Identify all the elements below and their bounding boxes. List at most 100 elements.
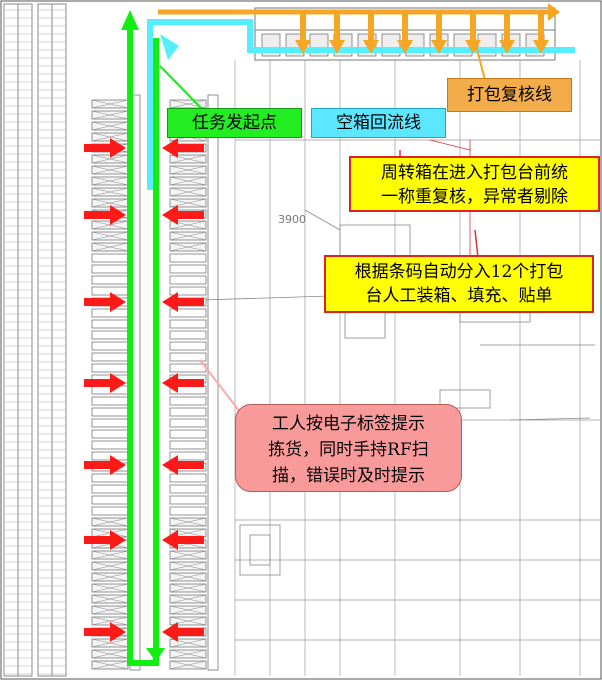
shelf-cross: [169, 594, 207, 604]
shelf-cell: [91, 473, 129, 483]
shelf-cell: [169, 473, 207, 483]
pick-arrow-left-shaft: [176, 298, 204, 306]
shelf-cross: [91, 616, 129, 626]
pick-arrow-right-shaft: [84, 298, 112, 306]
recheck-down-arrow: [465, 40, 481, 54]
task-path-arrow-end: [146, 648, 165, 662]
pick-arrow-right-shaft: [84, 461, 112, 469]
shelf-cell: [169, 264, 207, 274]
recheck-down-shaft: [368, 14, 374, 42]
shelf-cell: [169, 319, 207, 329]
shelf-cross: [91, 605, 129, 615]
shelf-cell: [169, 506, 207, 516]
recheck-arrow-right: [548, 3, 560, 21]
weigh-check-line-1: 周转箱在进入打包台前统: [381, 163, 568, 183]
pick-arrow-right-shaft: [84, 536, 112, 544]
shelf-cross: [91, 242, 129, 252]
pick-arrow-left: [162, 622, 178, 642]
barcode-sort-line-2: 台人工装箱、填充、贴单: [365, 286, 553, 306]
pick-arrow-right: [110, 455, 126, 475]
empty-return-label: 空箱回流线: [311, 108, 446, 138]
shelf-cross: [169, 154, 207, 164]
shelf-cell: [91, 440, 129, 450]
pick-arrow-right: [110, 138, 126, 158]
barcode-sort-callout: 根据条码自动分入12个打包 台人工装箱、填充、贴单: [324, 255, 594, 313]
shelf-cross: [91, 550, 129, 560]
empty-box-return-line: [147, 19, 575, 190]
pick-arrow-left-shaft: [176, 379, 204, 387]
recheck-down-arrow: [329, 40, 345, 54]
recheck-down-shaft: [402, 14, 408, 42]
shelf-cross: [91, 187, 129, 197]
shelf-cell: [169, 451, 207, 461]
pick-arrow-right: [110, 373, 126, 393]
task-path-loop: [127, 28, 159, 666]
shelf-cross: [91, 583, 129, 593]
pick-arrow-right-shaft: [84, 211, 112, 219]
pick-arrow-right-shaft: [84, 379, 112, 387]
pick-line-1: 工人按电子标签提示: [272, 414, 425, 434]
pick-line-2: 拣货，同时手持RF扫: [268, 440, 429, 460]
shelf-cross: [169, 550, 207, 560]
shelf-cell: [91, 253, 129, 263]
shelf-cell: [169, 495, 207, 505]
pick-arrow-right: [110, 292, 126, 312]
recheck-down-shaft: [300, 14, 306, 42]
shelf-cell: [91, 407, 129, 417]
shelf-cell: [169, 352, 207, 362]
shelf-cross: [91, 132, 129, 142]
shelf-cross: [91, 649, 129, 659]
pick-arrow-right-shaft: [84, 144, 112, 152]
recheck-down-arrow: [363, 40, 379, 54]
weigh-check-line-2: 一称重复核，异常者剔除: [381, 187, 568, 207]
pick-arrow-right: [110, 530, 126, 550]
pick-arrow-left-shaft: [176, 461, 204, 469]
shelf-cross: [169, 517, 207, 527]
pick-arrow-right-shaft: [84, 628, 112, 636]
task-path-arrow-up: [121, 10, 139, 30]
shelf-cross: [91, 231, 129, 241]
pick-arrow-left-shaft: [176, 536, 204, 544]
pick-line-3: 描，错误时及时提示: [272, 466, 425, 486]
shelf-cell: [91, 330, 129, 340]
recheck-down-arrow: [295, 40, 311, 54]
pick-direction-arrows: [84, 138, 204, 642]
shelf-cell: [91, 264, 129, 274]
weigh-check-callout: 周转箱在进入打包台前统 一称重复核，异常者剔除: [349, 156, 600, 212]
shelf-cross: [169, 231, 207, 241]
shelf-cross: [91, 165, 129, 175]
shelf-cross: [169, 649, 207, 659]
pick-arrow-left: [162, 138, 178, 158]
pick-arrow-left-shaft: [176, 144, 204, 152]
shelf-cross: [169, 638, 207, 648]
recheck-leader: [471, 29, 486, 81]
pack-recheck-down-arrows: [295, 14, 549, 54]
shelf-cross: [169, 165, 207, 175]
recheck-down-shaft: [504, 14, 510, 42]
shelf-cross: [91, 121, 129, 131]
building-grid: [234, 60, 600, 676]
shelf-cell: [169, 396, 207, 406]
pick-arrow-left: [162, 455, 178, 475]
recheck-down-shaft: [334, 14, 340, 42]
pick-arrow-left: [162, 205, 178, 225]
recheck-down-shaft: [436, 14, 442, 42]
shelf-cross: [169, 605, 207, 615]
task-start-label: 任务发起点: [167, 108, 302, 138]
recheck-down-shaft: [470, 14, 476, 42]
pick-leader: [199, 359, 241, 413]
shelf-cross: [91, 572, 129, 582]
shelf-cell: [169, 418, 207, 428]
shelf-cell: [91, 484, 129, 494]
shelf-cell: [169, 253, 207, 263]
shelf-cell: [169, 275, 207, 285]
pack-recheck-label: 打包复核线: [447, 78, 572, 112]
shelf-cross: [169, 198, 207, 208]
pick-arrow-right: [110, 205, 126, 225]
shelf-cell: [91, 275, 129, 285]
shelf-cross: [91, 660, 129, 670]
return-line-arrowhead: [160, 34, 179, 60]
shelf-cross: [91, 517, 129, 527]
shelf-cross: [169, 99, 207, 109]
